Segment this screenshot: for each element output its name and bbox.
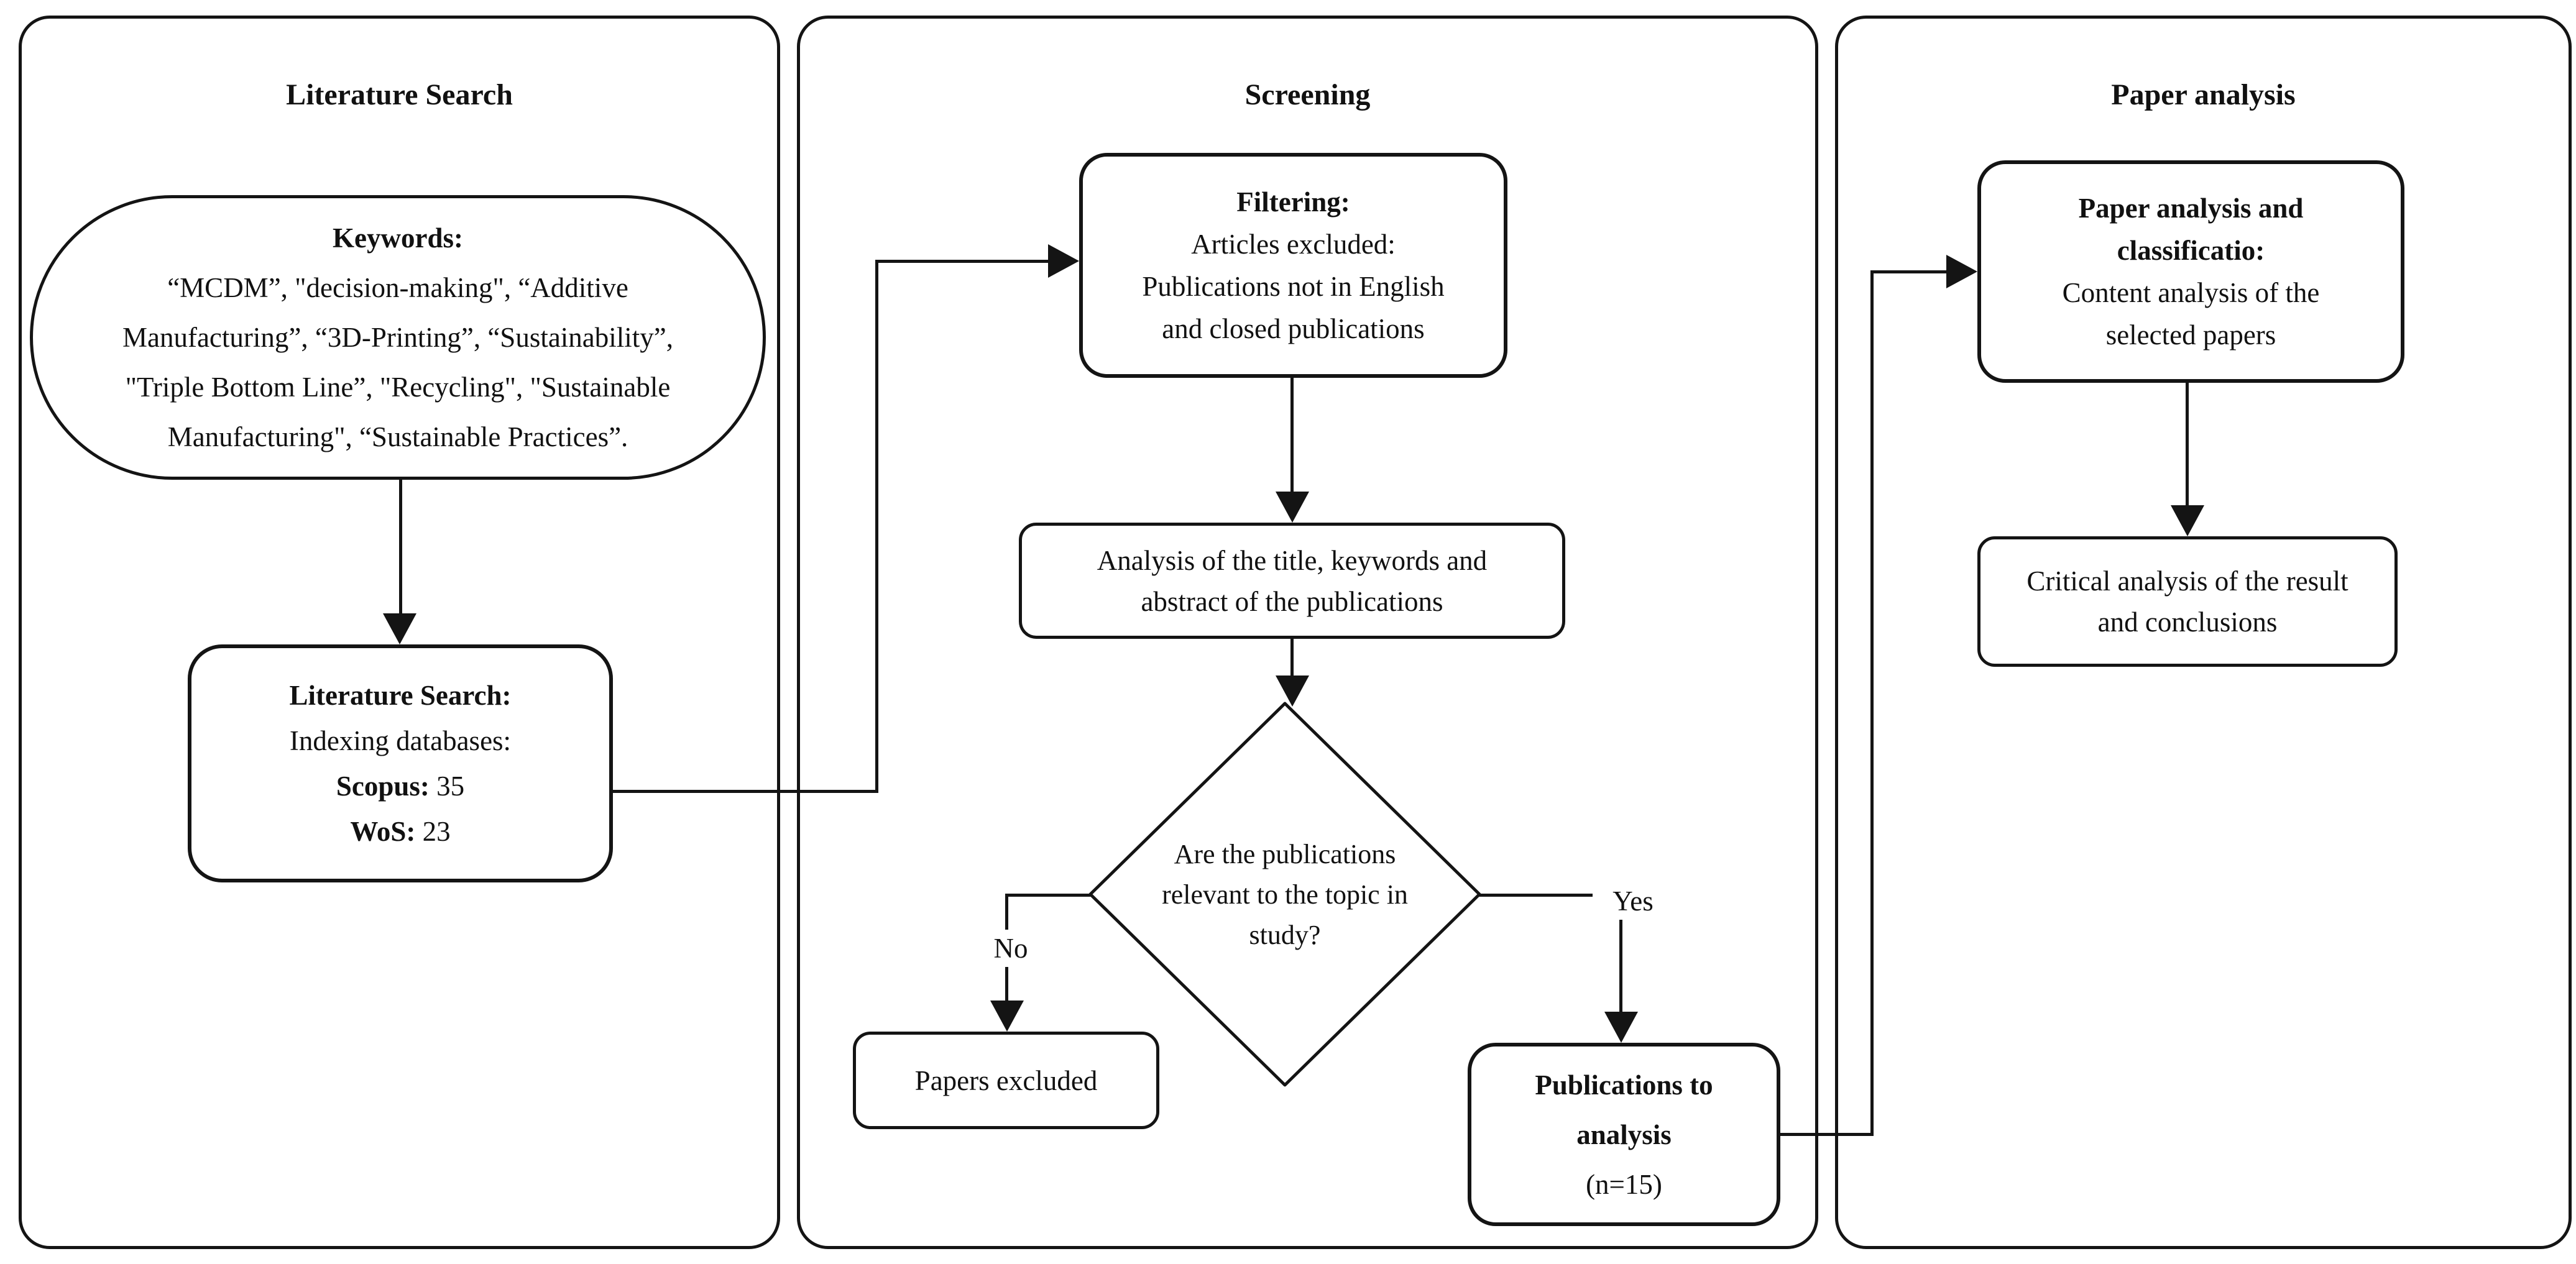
scopus-count-line: Scopus: 35 [336,764,464,809]
relevance-decision-text: Are the publications relevant to the top… [1088,701,1482,1088]
arrow-filtering-to-analysis-line [1290,378,1294,493]
classification-line: selected papers [2105,319,2276,350]
scopus-label: Scopus: [336,770,430,802]
wos-count-line: WoS: 23 [350,809,450,854]
title-abstract-analysis-box: Analysis of the title, keywords and abst… [1019,523,1565,639]
edge-yes-head [1604,1012,1638,1043]
publications-to-analysis-box: Publications to analysis (n=15) [1468,1043,1780,1226]
keywords-stadium: Keywords: “MCDM”, "decision-making", “Ad… [30,195,766,480]
keywords-line: "Triple Bottom Line”, "Recycling", "Sust… [125,372,671,403]
edge-no-h [1005,894,1092,897]
keywords-line: “MCDM”, "decision-making", “Additive [167,272,628,303]
arrow-keywords-to-search-line [399,480,402,615]
keywords-line: Manufacturing", “Sustainable Practices”. [167,421,628,452]
arrow-classification-to-critical-head [2171,505,2204,536]
arrow-analysis-to-decision-head [1276,676,1309,707]
yes-label: Yes [1593,882,1673,920]
classification-line: Content analysis of the [2062,277,2320,308]
wos-label: WoS: [350,815,416,847]
decision-line: relevant to the topic in [1162,879,1408,910]
arrow-analysis-to-decision-line [1290,639,1294,677]
connector-publications-to-classification-v [1870,270,1874,1136]
literature-search-heading: Literature Search: [289,679,512,711]
filtering-line: and closed publications [1162,313,1425,344]
wos-value: 23 [415,815,451,847]
critical-analysis-box: Critical analysis of the result and conc… [1977,536,2398,667]
decision-line: study? [1249,919,1321,950]
keywords-line: Manufacturing”, “3D-Printing”, “Sustaina… [122,322,674,353]
critical-line: and conclusions [2097,607,2278,638]
arrow-keywords-to-search-head [383,613,416,644]
publications-count: (n=15) [1586,1168,1662,1200]
connector-publications-to-classification-h2 [1870,270,1950,273]
scopus-value: 35 [429,770,465,802]
decision-line: Are the publications [1174,838,1396,869]
analysis-line: Analysis of the title, keywords and [1097,544,1488,576]
relevance-decision-diamond [1088,702,1481,1087]
publications-heading-line: analysis [1576,1119,1672,1150]
connector-search-to-filtering-v [875,260,878,793]
connector-publications-to-classification-head [1946,255,1977,288]
classification-heading-line: classificatio: [2117,235,2265,266]
critical-line: Critical analysis of the result [2026,566,2348,597]
publications-heading-line: Publications to [1535,1069,1713,1101]
classification-heading-line: Paper analysis and [2078,193,2304,224]
indexing-databases-label: Indexing databases: [289,725,512,756]
papers-excluded-label: Papers excluded [914,1065,1098,1096]
arrow-filtering-to-analysis-head [1276,492,1309,523]
edge-yes-h [1478,894,1622,897]
filtering-line: Articles excluded: [1191,229,1396,260]
no-label: No [976,930,1046,967]
connector-search-to-filtering-h1 [613,790,878,793]
panel-title-literature-search: Literature Search [286,78,513,111]
papers-excluded-box: Papers excluded [853,1032,1159,1129]
literature-search-box: Literature Search: Indexing databases: S… [188,644,613,882]
connector-search-to-filtering-head [1048,244,1079,278]
connector-search-to-filtering-h2 [875,260,1052,263]
panel-title-paper-analysis: Paper analysis [2111,78,2296,111]
filtering-box: Filtering: Articles excluded: Publicatio… [1079,153,1507,378]
filtering-heading: Filtering: [1236,186,1350,218]
panel-title-screening: Screening [1244,78,1371,111]
edge-yes-v [1619,894,1622,1013]
connector-publications-to-classification-h1 [1780,1133,1874,1136]
arrow-classification-to-critical-line [2186,383,2189,505]
analysis-line: abstract of the publications [1141,585,1443,617]
filtering-line: Publications not in English [1142,271,1445,302]
edge-no-head [990,1001,1024,1032]
keywords-heading: Keywords: [333,222,463,254]
classification-box: Paper analysis and classificatio: Conten… [1977,160,2404,383]
